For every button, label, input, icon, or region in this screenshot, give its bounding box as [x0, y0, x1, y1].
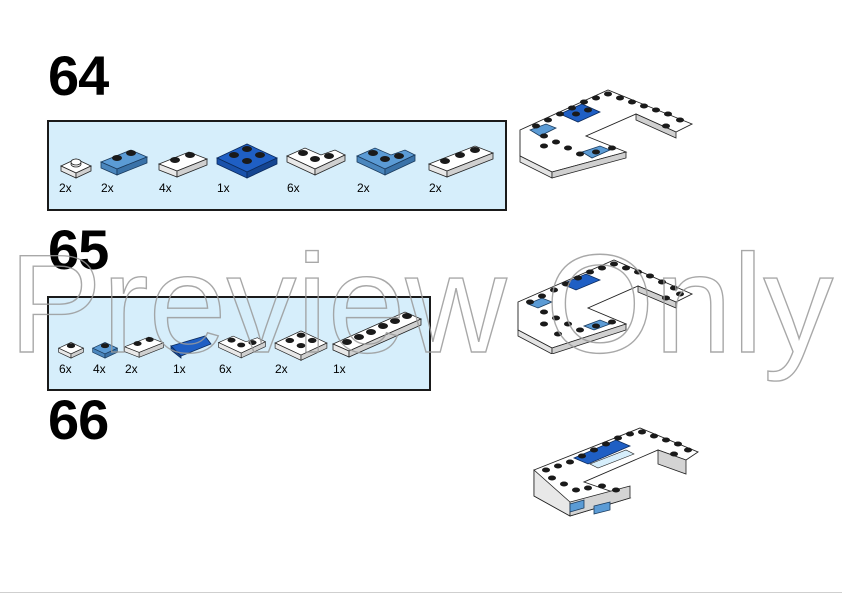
part-qty: 6x — [219, 362, 232, 376]
model-step-66 — [533, 427, 699, 517]
part-qty: 1x — [217, 181, 230, 195]
plate-1x1-medium-blue-icon — [91, 342, 119, 359]
part-qty: 2x — [429, 181, 442, 195]
part-qty: 1x — [333, 362, 346, 376]
plate-1x6-white-icon — [332, 311, 422, 358]
plate-2x2-corner-white-icon — [217, 335, 267, 359]
plate-2x2-blue-icon — [216, 143, 278, 179]
step-number-66: 66 — [48, 388, 109, 451]
part-qty: 2x — [357, 181, 370, 195]
parts-list-box-64: 2x 2x 4x 1x 6x — [47, 120, 507, 211]
plate-1x2-white-icon — [123, 336, 165, 358]
part-qty: 2x — [275, 362, 288, 376]
step-number-65: 65 — [48, 218, 109, 281]
model-step-65 — [517, 259, 694, 354]
plate-1x2-white-icon — [157, 151, 209, 178]
part-qty: 2x — [101, 181, 114, 195]
plate-1x1-white-icon — [60, 158, 92, 179]
part-qty: 4x — [93, 362, 106, 376]
part-qty: 4x — [159, 181, 172, 195]
page-bottom-divider — [0, 592, 842, 593]
plate-2x2-white-icon — [274, 330, 328, 361]
plate-1x1-white-icon — [57, 342, 85, 359]
parts-list-box-65: 6x 4x 2x 1x 6x 2x — [47, 296, 431, 391]
part-qty: 6x — [287, 181, 300, 195]
part-qty: 2x — [59, 181, 72, 195]
model-step-64 — [519, 89, 694, 179]
plate-2x2-corner-medium-blue-icon — [356, 147, 416, 176]
part-qty: 2x — [125, 362, 138, 376]
step-number-64: 64 — [48, 44, 109, 107]
part-qty: 1x — [173, 362, 186, 376]
plate-2x2-corner-white-icon — [286, 147, 346, 176]
plate-1x2-medium-blue-icon — [99, 149, 149, 176]
part-qty: 6x — [59, 362, 72, 376]
plate-1x2-blue-sloped-icon — [170, 335, 212, 359]
plate-1x3-white-icon — [427, 145, 495, 178]
